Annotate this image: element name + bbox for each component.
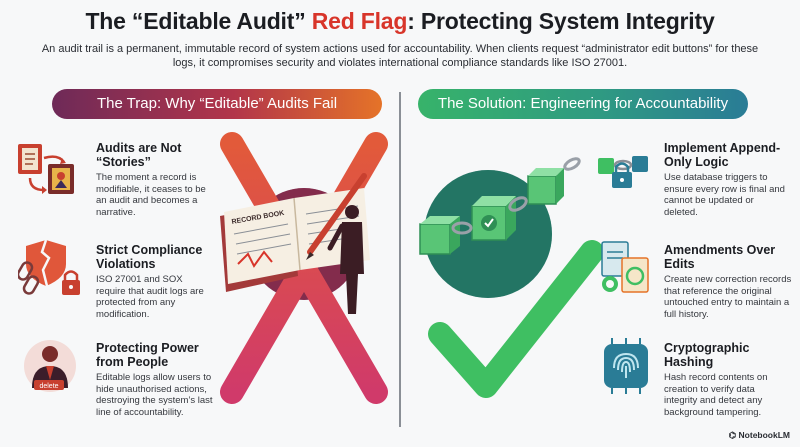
delete-label: delete: [39, 383, 58, 390]
item-text: Editable logs allow users to hide unauth…: [96, 372, 213, 418]
left-banner: The Trap: Why “Editable” Audits Fail: [52, 89, 382, 119]
item-text: Create new correction records that refer…: [664, 274, 792, 320]
left-item-compliance: Strict Compliance Violations ISO 27001 a…: [96, 243, 214, 320]
item-title: Implement Append-Only Logic: [664, 141, 781, 169]
brand-watermark: ⌬ NotebookLM: [728, 430, 790, 440]
checkmark-icon: [428, 240, 604, 398]
center-divider: [399, 92, 401, 427]
left-item-power: Protecting Power from People Editable lo…: [96, 341, 224, 418]
item-title: Cryptographic Hashing: [664, 341, 750, 369]
item-title: Protecting Power from People: [96, 341, 199, 369]
green-check-blockchain-illustration: [419, 157, 604, 398]
person-silhouette-icon: [327, 205, 364, 314]
admin-delete-icon: delete: [24, 340, 76, 392]
item-text: Use database triggers to ensure every ro…: [664, 172, 785, 218]
fingerprint-chip-icon: [604, 338, 648, 394]
item-text: ISO 27001 and SOX require that audit log…: [96, 274, 204, 320]
left-item-audits: Audits are Not “Stories” The moment a re…: [96, 141, 218, 218]
chained-blocks-icon: [598, 156, 648, 188]
right-item-amendments: Amendments Over Edits Create new correct…: [664, 243, 792, 320]
book-story-icon: [18, 144, 74, 194]
page-subtitle: An audit trail is a permanent, immutable…: [41, 43, 759, 69]
right-banner: The Solution: Engineering for Accountabi…: [418, 89, 748, 119]
item-title: Amendments Over Edits: [664, 243, 776, 271]
page-title: The “Editable Audit” Red Flag: Protectin…: [85, 8, 715, 34]
item-title: Strict Compliance Violations: [96, 243, 203, 271]
item-text: The moment a record is modifiable, it ce…: [96, 172, 206, 218]
item-title: Audits are Not “Stories”: [96, 141, 182, 169]
right-item-hashing: Cryptographic Hashing Hash record conten…: [664, 341, 790, 418]
document-copy-icon: [601, 241, 649, 293]
notebook-logo-icon: ⌬: [728, 430, 739, 440]
red-x-record-book-illustration: RECORD BOOK: [220, 132, 388, 404]
item-text: Hash record contents on creation to veri…: [664, 372, 768, 418]
chained-cubes-icon: [419, 157, 581, 255]
broken-shield-chain-icon: [18, 239, 80, 295]
right-item-append-only: Implement Append-Only Logic Use database…: [664, 141, 786, 218]
